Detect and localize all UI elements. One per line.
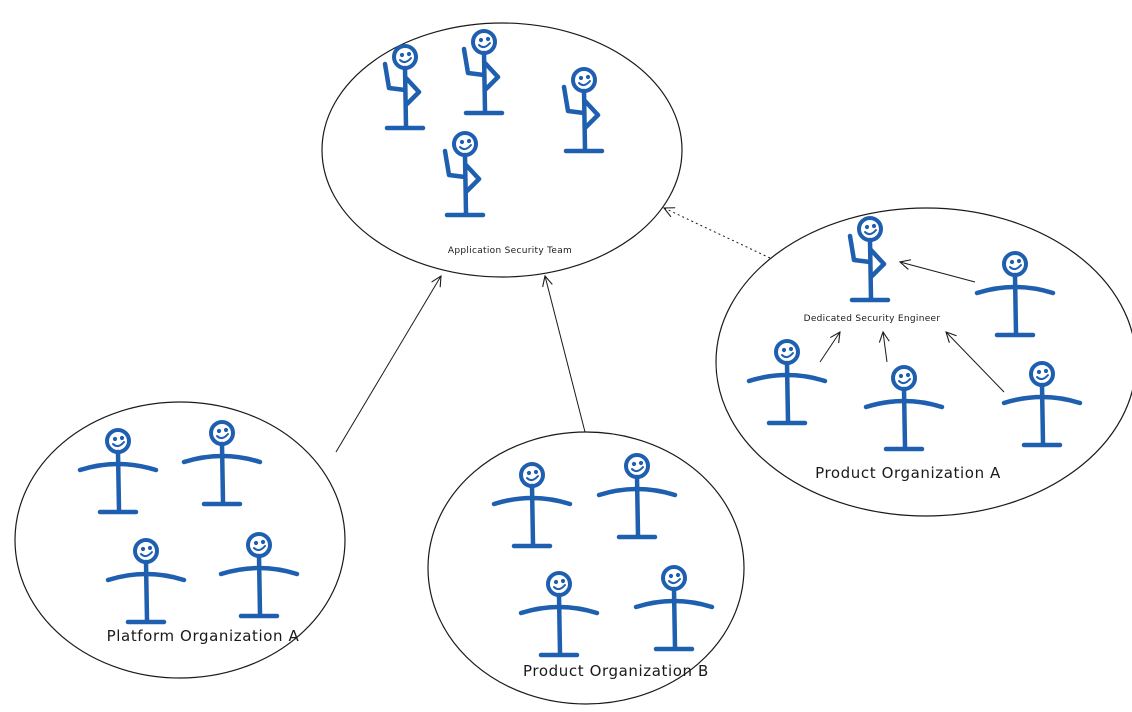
stick-figure-icon: [382, 44, 426, 131]
connectors: [335, 208, 1005, 453]
stick-figure-icon: [1001, 361, 1083, 448]
stick-figure-icon: [633, 565, 715, 652]
people: [77, 29, 1083, 658]
peer-to-engineer-arrow-middle: [883, 332, 887, 363]
product-org-b-label: Product Organization B: [523, 662, 709, 680]
stick-figure-icon: [596, 453, 678, 540]
stick-figure-icon: [491, 462, 573, 549]
stick-figure-icon: [518, 571, 600, 658]
stick-figure-icon: [561, 67, 605, 154]
stick-figure-icon: [746, 339, 828, 426]
platform-org-a-label: Platform Organization A: [107, 627, 300, 645]
stick-figure-icon: [461, 29, 505, 116]
app-security-team-label: Application Security Team: [448, 246, 572, 256]
platform-to-security-arrow: [335, 276, 441, 453]
product-b-to-security-arrow: [545, 276, 586, 433]
product-org-b-ellipse: [427, 431, 745, 705]
product-org-a-ellipse: [715, 207, 1132, 517]
product-org-a-label: Product Organization A: [815, 464, 1001, 482]
stick-figure-icon: [863, 365, 945, 452]
stick-figure-icon: [218, 532, 300, 619]
peer-to-engineer-arrow-left: [819, 332, 840, 363]
stick-figure-icon: [181, 420, 263, 507]
platform-org-a-ellipse: [14, 401, 346, 679]
product-a-to-security-dotted-link: [664, 208, 771, 259]
app-security-team-ellipse: [321, 22, 683, 278]
peer-to-engineer-arrow-top-right: [900, 262, 976, 283]
stick-figure-icon: [974, 251, 1056, 338]
stick-figure-icon: [77, 428, 159, 515]
stick-figure-icon: [847, 216, 891, 303]
peer-to-engineer-arrow-right: [946, 332, 1005, 393]
dedicated-security-engineer-label: Dedicated Security Engineer: [804, 314, 941, 324]
stick-figure-icon: [105, 538, 187, 625]
stick-figure-icon: [442, 131, 486, 218]
